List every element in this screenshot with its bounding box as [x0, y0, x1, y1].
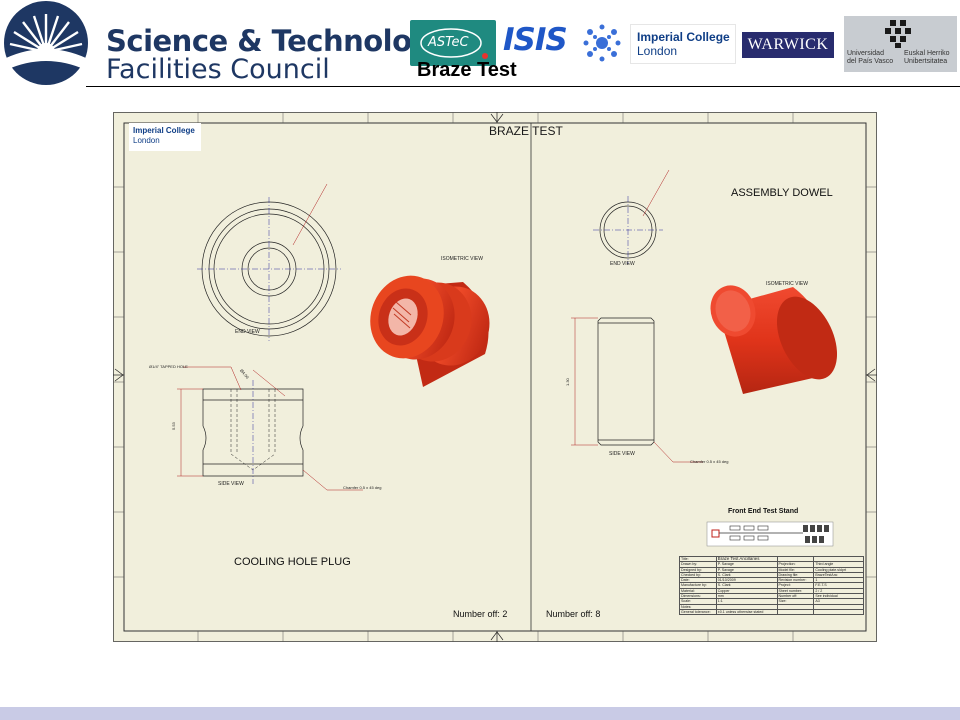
title-block-cell: Revision number: [776, 577, 815, 584]
stfc-name-line2: Facilities Council [106, 54, 330, 85]
test-stand-schematic [706, 521, 834, 547]
ehu-right-line1: Euskal Herriko [904, 50, 950, 57]
title-block-cell [813, 608, 864, 616]
dowel-length-dimension: 1.30 [565, 378, 570, 386]
imperial-logo-line1: Imperial College [637, 30, 730, 44]
sheet-title: BRAZE TEST [489, 124, 563, 138]
slide-title: Braze Test [417, 59, 517, 81]
dowel-isometric-label: ISOMETRIC VIEW [766, 281, 808, 287]
sheet-logo-line2: London [133, 136, 160, 145]
dowel-chamfer-note: Chamfer 0.5 x 45 deg [690, 459, 729, 464]
engineering-drawing-sheet: Imperial College London BRAZE TEST END V… [113, 112, 877, 642]
dowel-side-view-label: SIDE VIEW [609, 451, 635, 457]
footer-bar [0, 707, 960, 720]
imperial-logo-line2: London [637, 44, 678, 58]
imperial-college-logo: Imperial College London [630, 24, 736, 64]
dowel-part-name: ASSEMBLY DOWEL [731, 187, 833, 199]
sheet-logo-line1: Imperial College [133, 126, 195, 135]
plug-isometric-render [370, 275, 490, 387]
dowel-isometric-render [710, 285, 838, 394]
astec-logo-text: ASTeC [428, 35, 469, 50]
stfc-name-line1: Science & Technology [106, 24, 451, 58]
title-block-cell: Cooling plate.sldprt [813, 566, 864, 573]
drawing-linework [113, 112, 877, 642]
plug-chamfer-note: Chamfer 0.5 x 45 deg [343, 485, 382, 490]
title-block-cell: Sheet number: [776, 587, 815, 595]
dowel-number-off: Number off: 8 [546, 609, 601, 619]
plug-side-view-label: SIDE VIEW [218, 481, 244, 487]
stfc-sunburst-logo [0, 0, 92, 86]
ehu-left-line2: del País Vasco [847, 58, 894, 65]
title-block-row: General tolerance:±0.1 unless otherwise … [679, 608, 864, 616]
plug-isometric-label: ISOMETRIC VIEW [441, 256, 483, 262]
test-stand-label: Front End Test Stand [728, 508, 799, 515]
isis-logo-text: ISIS [503, 22, 568, 58]
title-block-cell: Number off: [776, 593, 815, 600]
plug-tapped-hole-note: Ø1/4" TAPPED HOLE [149, 364, 188, 369]
plug-number-off: Number off: 2 [453, 609, 508, 619]
plug-height-dimension: 5.53 [171, 422, 176, 430]
isis-logo-mark [582, 22, 622, 64]
header-divider [86, 86, 960, 87]
warwick-logo: WARWICK [742, 32, 834, 58]
dowel-end-view-label: END VIEW [610, 261, 635, 267]
title-block-cell: Projection: [776, 561, 815, 568]
ehu-left-line1: Universidad [847, 50, 884, 57]
ehu-right-line2: Unibertsitatea [904, 58, 948, 65]
title-block-cell: General tolerance: [679, 608, 717, 616]
title-block-cell [776, 608, 815, 616]
title-block-cell: Braze Test Ancillaries [715, 555, 778, 563]
plug-end-view-label: END VIEW [235, 329, 260, 335]
title-block-cell: Drawing file: [776, 571, 815, 579]
plug-part-name: COOLING HOLE PLUG [234, 556, 351, 568]
title-block-cell: ±0.1 unless otherwise stated [715, 608, 778, 616]
astec-logo [410, 20, 496, 66]
sheet-imperial-logo: Imperial College London [129, 123, 201, 151]
